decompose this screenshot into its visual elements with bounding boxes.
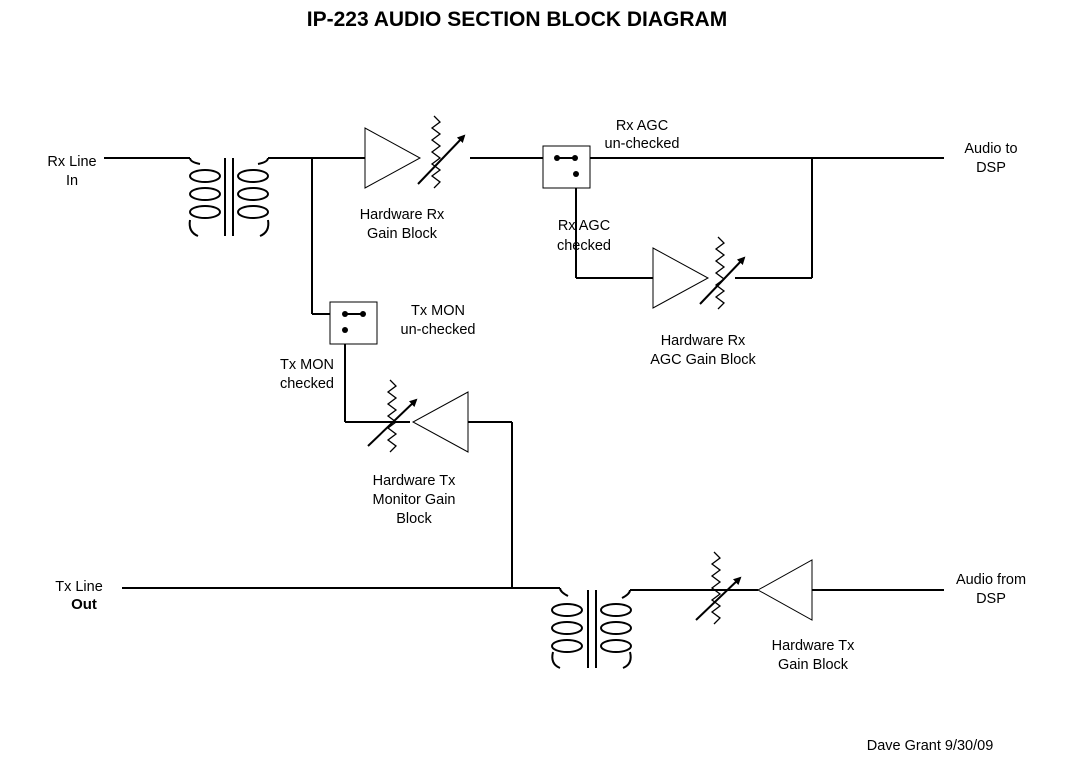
hw-tx-mon-label: Hardware Tx xyxy=(373,473,456,489)
tx-mon-unchecked-label-2: un-checked xyxy=(401,322,476,338)
tx-line-out-label: Tx Line xyxy=(55,579,103,595)
tx-mon-checked-label: Tx MON xyxy=(280,357,334,373)
rx-agc-checked-label-2: checked xyxy=(557,238,611,254)
tx-line-out-label-2: Out xyxy=(71,596,97,613)
audio-to-dsp-label-2: DSP xyxy=(976,160,1006,176)
rx-transformer xyxy=(188,157,270,237)
hw-tx-mon-label-2: Monitor Gain xyxy=(372,492,455,508)
labels: Rx Line In Audio to DSP Rx AGC un-checke… xyxy=(47,118,1026,754)
hw-rx-agc-label: Hardware Rx xyxy=(661,333,746,349)
hw-rx-gain-label: Hardware Rx xyxy=(360,207,445,223)
hw-rx-gain-label-2: Gain Block xyxy=(367,226,438,242)
rx-agc-unchecked-label-2: un-checked xyxy=(605,136,680,152)
hw-tx-gain-label-2: Gain Block xyxy=(778,657,849,673)
tx-mon-checked-label-2: checked xyxy=(280,376,334,392)
diagram-title: IP-223 AUDIO SECTION BLOCK DIAGRAM xyxy=(307,8,727,31)
hw-rx-agc-label-2: AGC Gain Block xyxy=(650,352,756,368)
tx-transformer xyxy=(551,587,632,669)
audio-from-dsp-label-2: DSP xyxy=(976,591,1006,607)
hw-rx-gain-block xyxy=(364,115,466,189)
hw-rx-agc-gain-block xyxy=(652,236,746,310)
author-label: Dave Grant 9/30/09 xyxy=(867,738,994,754)
tx-mon-switch xyxy=(329,301,378,345)
audio-to-dsp-label: Audio to xyxy=(964,141,1017,157)
rx-agc-checked-label: Rx AGC xyxy=(558,218,610,234)
rx-agc-switch xyxy=(542,145,591,189)
rx-line-in-label-2: In xyxy=(66,173,78,189)
rx-agc-unchecked-label: Rx AGC xyxy=(616,118,668,134)
audio-from-dsp-label: Audio from xyxy=(956,572,1026,588)
hw-tx-gain-label: Hardware Tx xyxy=(772,638,855,654)
hw-tx-monitor-gain-block xyxy=(367,379,469,453)
hw-tx-gain-block xyxy=(695,551,813,625)
hw-tx-mon-label-3: Block xyxy=(396,511,432,527)
tx-mon-unchecked-label: Tx MON xyxy=(411,303,465,319)
rx-line-in-label: Rx Line xyxy=(47,154,96,170)
wires xyxy=(104,157,944,591)
